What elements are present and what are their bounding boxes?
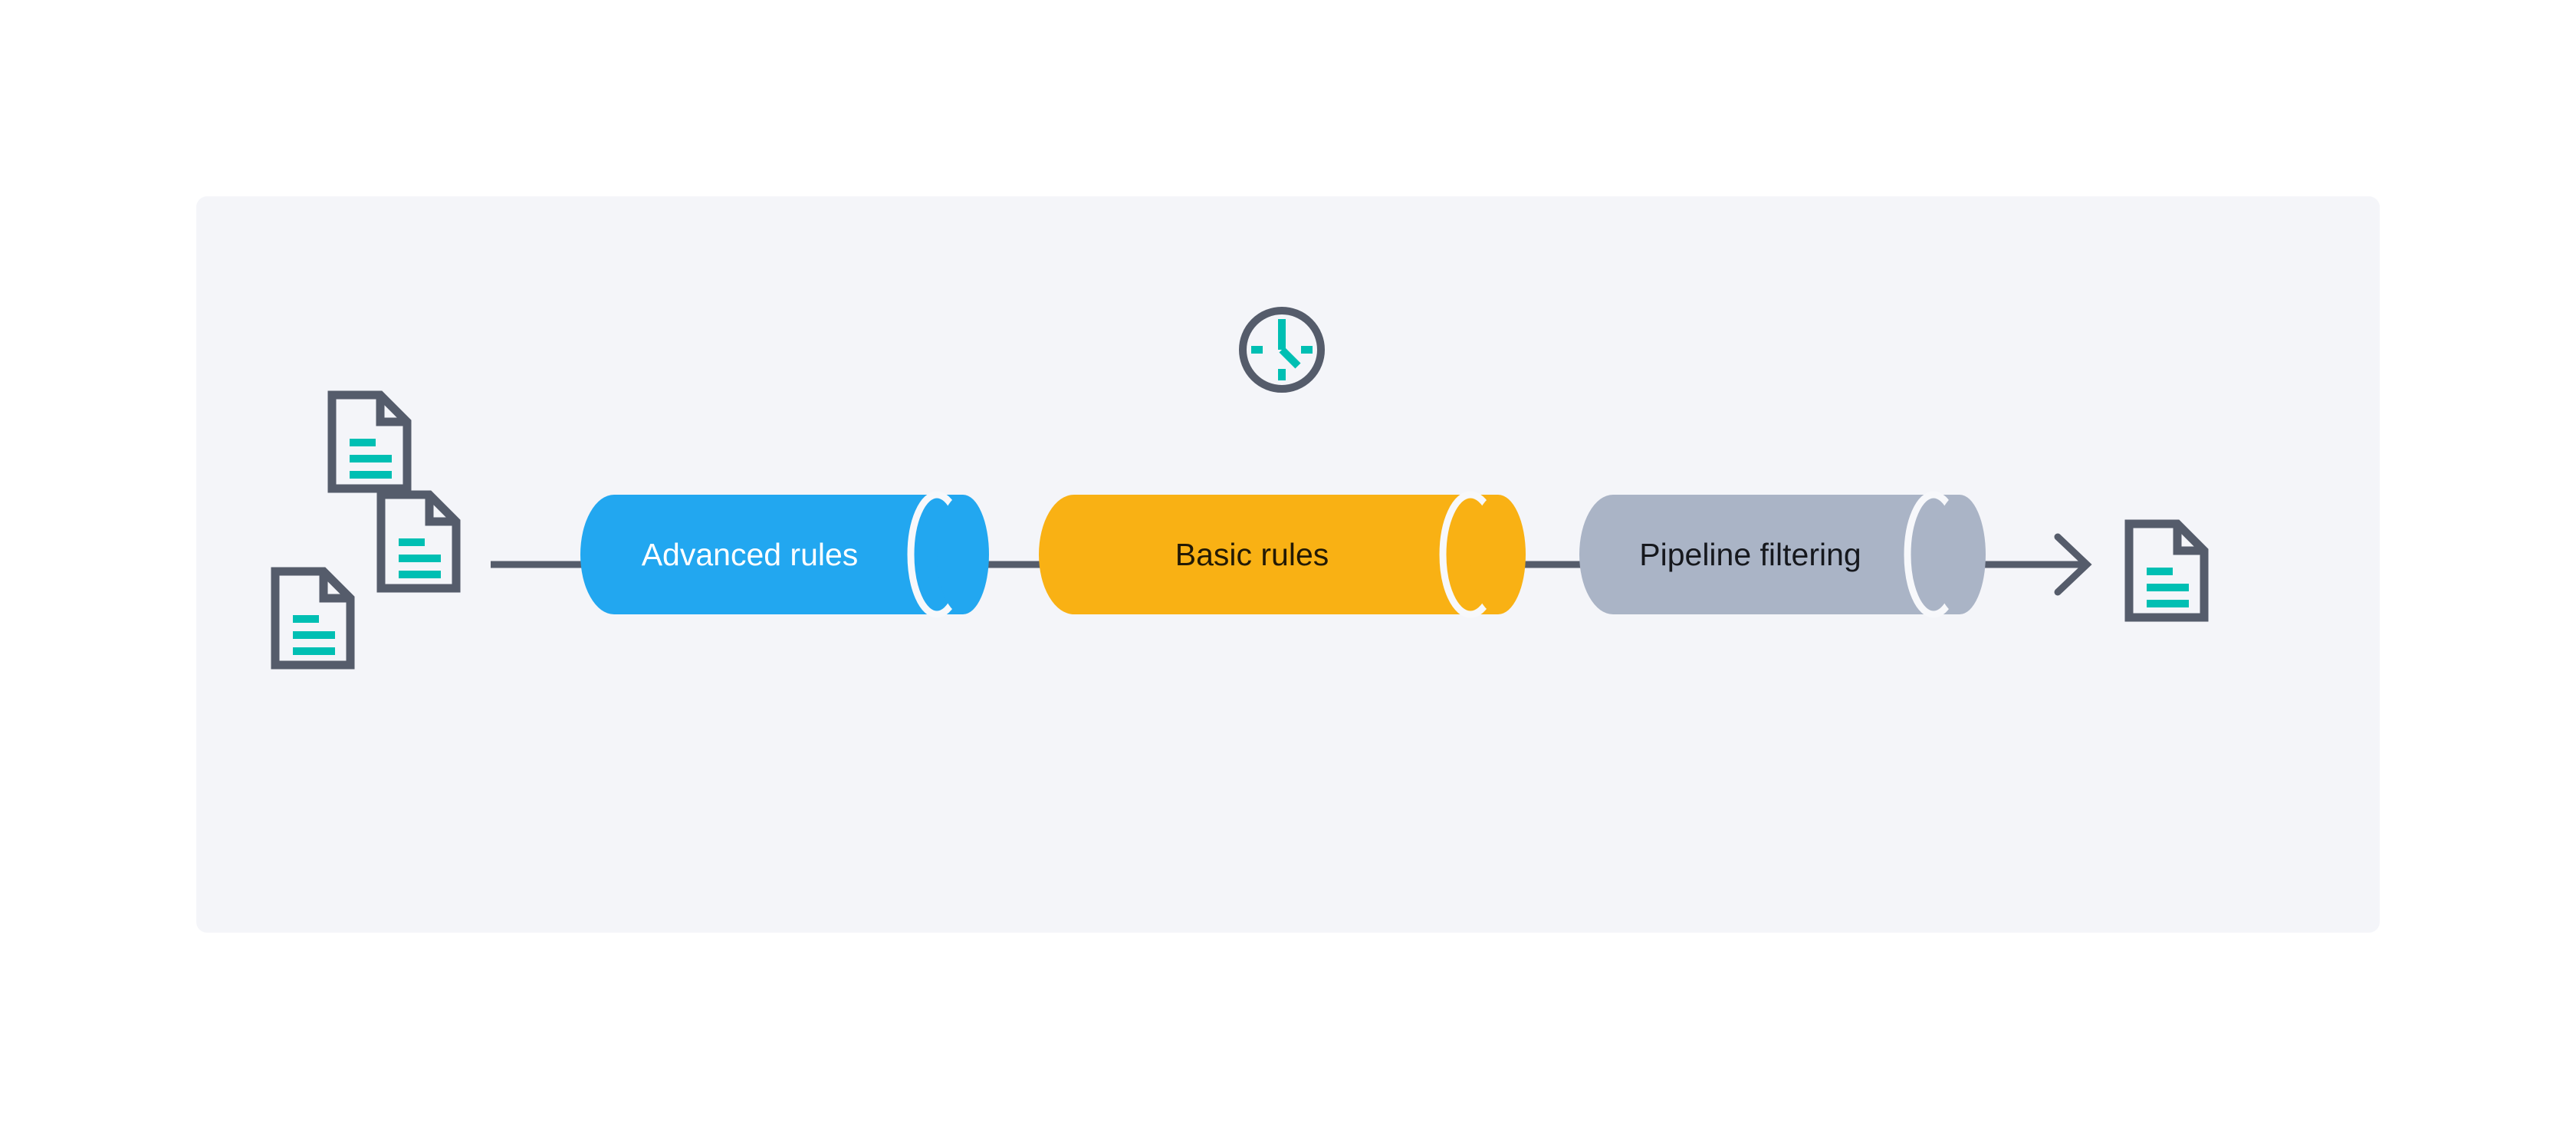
output-documents-group: [2129, 524, 2204, 617]
stage-advanced-rules-body: [580, 495, 963, 614]
stage-basic-rules[interactable]: Basic rules: [1039, 491, 1526, 618]
stage-basic-rules-label: Basic rules: [1175, 537, 1329, 572]
output-document-icon: [2129, 524, 2204, 617]
stage-advanced-rules[interactable]: Advanced rules: [580, 491, 989, 618]
stage-basic-rules-cap: [1470, 495, 1526, 614]
clock-tick-3: [1301, 346, 1313, 354]
clock-tick-6: [1278, 369, 1286, 380]
input-document-1-icon: [332, 395, 407, 489]
input-document-3-icon: [275, 571, 350, 665]
stage-pipeline-filtering[interactable]: Pipeline filtering: [1579, 491, 1986, 618]
input-documents-group: [275, 395, 456, 665]
stage-pipeline-filtering-label: Pipeline filtering: [1639, 537, 1861, 572]
stage-pipeline-filtering-cap: [1934, 495, 1986, 614]
schedule-clock-icon: [1239, 307, 1325, 393]
clock-tick-9: [1251, 346, 1263, 354]
clock-ring: [1239, 307, 1325, 393]
stage-advanced-rules-label: Advanced rules: [642, 537, 859, 572]
input-document-2-icon: [381, 495, 456, 588]
stage-basic-rules-body: [1039, 495, 1498, 614]
stage-pipeline-filtering-body: [1579, 495, 1960, 614]
arrowhead-icon: [2054, 533, 2092, 596]
stage-advanced-rules-cap: [937, 495, 989, 614]
clock-hour-hand: [1279, 347, 1301, 369]
clock-tick-12: [1278, 319, 1286, 331]
